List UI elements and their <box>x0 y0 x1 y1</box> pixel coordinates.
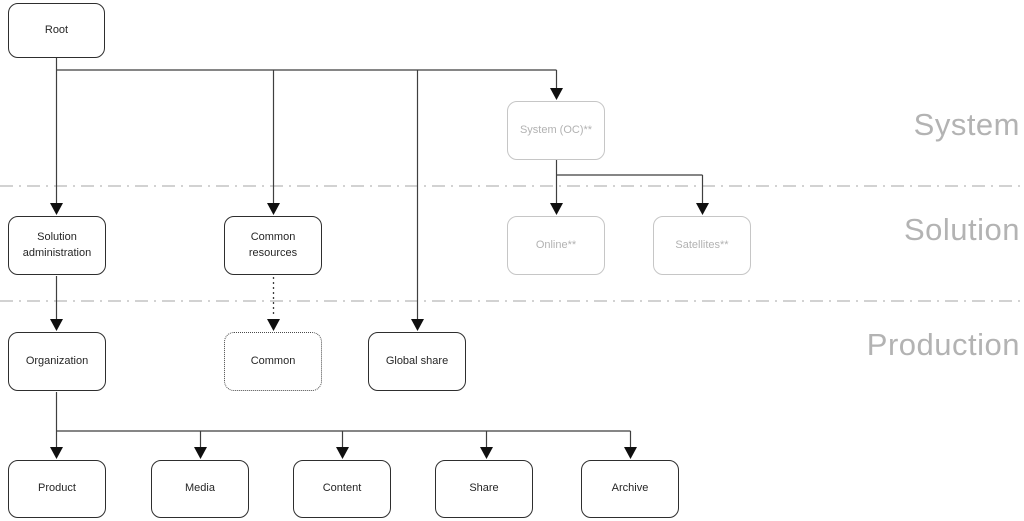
arrowhead-online <box>550 203 563 215</box>
node-root: Root <box>8 3 105 58</box>
arrowhead-system-oc <box>550 88 563 100</box>
node-organization-label: Organization <box>25 354 89 367</box>
node-share: Share <box>435 460 533 518</box>
node-common: Common <box>224 332 322 391</box>
arrowheads <box>50 88 709 459</box>
arrowhead-common <box>267 319 280 331</box>
node-common-resources: Common resources <box>224 216 322 275</box>
arrowhead-share <box>480 447 493 459</box>
node-archive: Archive <box>581 460 679 518</box>
node-global-share: Global share <box>368 332 466 391</box>
connector-organization-fanout <box>55 392 632 447</box>
node-solution-administration-label: Solution administration <box>22 231 92 259</box>
node-media: Media <box>151 460 249 518</box>
node-online: Online** <box>507 216 605 275</box>
arrowhead-common-resources <box>267 203 280 215</box>
node-content: Content <box>293 460 391 518</box>
node-share-label: Share <box>469 482 499 495</box>
node-product: Product <box>8 460 106 518</box>
node-satellites: Satellites** <box>653 216 751 275</box>
arrowhead-product <box>50 447 63 459</box>
node-archive-label: Archive <box>611 482 649 495</box>
node-system-oc: System (OC)** <box>507 101 605 160</box>
arrowhead-content <box>336 447 349 459</box>
arrowhead-archive <box>624 447 637 459</box>
node-common-label: Common <box>250 354 296 367</box>
arrowhead-solution-administration <box>50 203 63 215</box>
node-organization: Organization <box>8 332 106 391</box>
connector-system-fanout <box>555 160 704 203</box>
node-media-label: Media <box>185 482 215 495</box>
node-product-label: Product <box>38 482 76 495</box>
node-online-label: Online** <box>535 238 577 251</box>
arrowhead-satellites <box>696 203 709 215</box>
arrowhead-media <box>194 447 207 459</box>
arrowhead-organization <box>50 319 63 331</box>
zone-label-system: System <box>913 107 1020 142</box>
node-content-label: Content <box>322 482 362 495</box>
zone-label-production: Production <box>866 327 1020 362</box>
node-satellites-label: Satellites** <box>675 238 729 251</box>
connector-root-fanout <box>55 58 558 319</box>
node-global-share-label: Global share <box>385 354 449 367</box>
node-root-label: Root <box>44 23 69 36</box>
node-system-oc-label: System (OC)** <box>519 123 593 136</box>
zone-label-solution: Solution <box>903 212 1020 247</box>
node-common-resources-label: Common resources <box>248 231 298 259</box>
node-solution-administration: Solution administration <box>8 216 106 275</box>
arrowhead-global-share <box>411 319 424 331</box>
